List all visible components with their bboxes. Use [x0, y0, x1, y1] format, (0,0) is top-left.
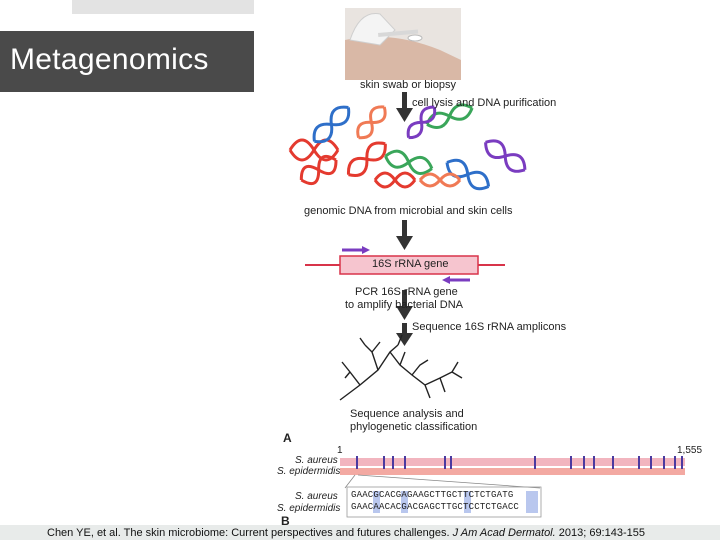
citation-suffix: 2013; 69:143-155: [555, 527, 645, 539]
citation-prefix: Chen YE, et al. The skin microbiome: Cur…: [47, 527, 453, 539]
panel-a-label: A: [283, 431, 292, 445]
position-start: 1: [337, 445, 343, 456]
top-bar: [72, 0, 254, 14]
page-title: Metagenomics: [10, 43, 209, 76]
step-pcr-1: PCR 16S rRNA gene: [355, 286, 458, 298]
step-analysis-2: phylogenetic classification: [350, 421, 478, 433]
dna-helices: [288, 103, 527, 191]
title-box: Metagenomics: [0, 31, 254, 92]
skin-swab-photo: [345, 8, 461, 80]
position-end: 1,555: [677, 445, 703, 456]
step-analysis-1: Sequence analysis and: [350, 408, 464, 420]
citation-journal: J Am Acad Dermatol.: [452, 527, 556, 539]
step-swab: skin swab or biopsy: [360, 79, 456, 91]
alignment-bars: [340, 456, 685, 518]
rrna-gene: [305, 246, 505, 284]
phylogenetic-tree: [339, 334, 463, 401]
step-lysis: cell lysis and DNA purification: [412, 97, 557, 109]
panel-a-species-1: S. aureus: [295, 455, 338, 466]
panel-a-species-2: S. epidermidis: [277, 466, 341, 477]
footer-strip: [0, 525, 720, 540]
panel-b-species-1: S. aureus: [295, 491, 338, 502]
arrows: [396, 92, 413, 346]
step-genomic: genomic DNA from microbial and skin cell…: [304, 205, 513, 217]
panel-b-species-2: S. epidermidis: [277, 503, 341, 514]
citation: Chen YE, et al. The skin microbiome: Cur…: [47, 527, 645, 539]
panel-b-label: B: [281, 514, 290, 528]
gene-label: 16S rRNA gene: [372, 258, 449, 270]
sequence-2: GAACAACACGACGAGCTTGCTCCTCTGACC: [351, 502, 520, 512]
sequence-1: GAACGCACGAGAAGCTTGCTTCTCTGATG: [351, 490, 514, 500]
step-pcr-2: to amplify bacterial DNA: [345, 299, 463, 311]
step-sequence: Sequence 16S rRNA amplicons: [412, 321, 567, 333]
